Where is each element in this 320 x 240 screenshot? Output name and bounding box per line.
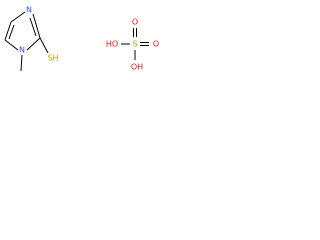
hydroxyl-left-label: HO: [106, 40, 118, 49]
sulfur-label: S: [132, 40, 137, 49]
oxygen-right-label: O: [153, 40, 159, 49]
bond-n3-c2-double: [29, 17, 37, 37]
bond-c4-n3: [10, 11, 26, 23]
bond-n1-c2: [26, 37, 41, 51]
nitrogen-n1-label: N: [19, 46, 25, 55]
nitrogen-n3-label: N: [26, 6, 32, 15]
oxygen-top-label: O: [132, 18, 138, 27]
sulfuric-acid-molecule: S O O HO OH: [106, 18, 159, 72]
methylimidazole-thiol-molecule: N N SH: [4, 6, 59, 72]
hydroxyl-bottom-label: OH: [131, 63, 143, 72]
bond-n3-c2: [32, 13, 41, 39]
bond-n1-methyl: [20, 54, 23, 72]
thiol-sh-label: SH: [47, 54, 58, 63]
chemical-structure-diagram: N N SH S O O HO OH: [4, 6, 159, 72]
bond-c4-c5: [4, 21, 12, 41]
bond-c5-n1: [4, 39, 19, 51]
bond-c2-thiol: [39, 37, 49, 54]
bond-c4-c5-double: [8, 24, 15, 40]
